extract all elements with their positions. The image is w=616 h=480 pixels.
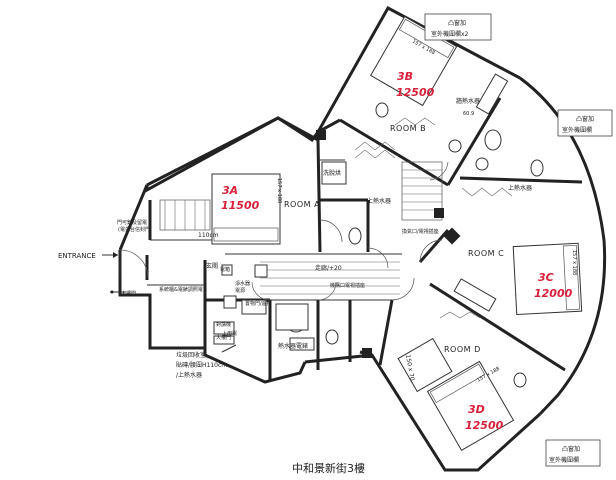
garbage-sub2: /上熱水器 xyxy=(176,371,202,379)
doorbell-label: 對講機 xyxy=(216,321,231,328)
unit-3d-id: 3D xyxy=(468,403,485,416)
bay-callout-c: 凸窗加 室外機圍欄 xyxy=(557,109,613,137)
furniture xyxy=(211,15,583,451)
outer-door-label: 大樓門 xyxy=(216,334,231,341)
dim-bath-b: 60.9 xyxy=(463,111,474,117)
bed-room-a xyxy=(211,173,281,245)
bay-b-line1: 凸窗加 xyxy=(448,19,466,27)
bay-b-line2: 室外機圍欄x2 xyxy=(431,30,469,38)
bay-c-line2: 室外機圍欄 xyxy=(562,126,592,134)
room-c-label: ROOM C xyxy=(468,249,504,258)
wall-heater-b-label: 牆熱水器 xyxy=(456,97,480,105)
entrance-label: ENTRANCE xyxy=(58,252,96,260)
table-note-label: 置物門/邊桶 xyxy=(245,300,272,307)
unit-3b-price: 12500 xyxy=(396,86,435,99)
dim-d-side: 150 x 70 xyxy=(404,354,416,381)
unit-3b-id: 3B xyxy=(397,70,413,83)
garbage-label: 垃圾回收室 xyxy=(176,351,206,359)
lamp-label: 電源 xyxy=(235,287,245,294)
dim-room-a: 157 x 188 xyxy=(276,178,282,203)
bed-room-c xyxy=(512,242,583,316)
doors xyxy=(119,161,449,301)
bay-callout-d: 凸窗加 室外機圍欄 xyxy=(545,439,601,467)
bay-d-line2: 室外機圍欄 xyxy=(549,456,579,464)
water-meter-label: 熱水器電錶 xyxy=(278,342,308,350)
garbage-callout: 垃圾回收室 貼磚/腰圍H110cm /上熱水器 xyxy=(176,344,237,379)
outer-door-note: 大樓門 xyxy=(121,290,136,297)
heater-c-label: 上熱水器 xyxy=(508,184,532,192)
dim-room-c: 157 x 188 xyxy=(571,250,577,275)
room-d-label: ROOM D xyxy=(444,345,481,354)
room-b-label: ROOM B xyxy=(390,124,426,133)
outer-walls xyxy=(118,5,607,472)
water-purifier-label: 淨水器 xyxy=(235,280,250,287)
wiring-label: 機構口電視插座 xyxy=(330,282,365,289)
room-a-closet-note: 110cm xyxy=(198,232,219,239)
bed-room-d xyxy=(426,360,515,451)
wiring-label-2: 換氣口/電視插座 xyxy=(402,228,439,235)
unit-3a-id: 3A xyxy=(222,184,238,197)
unit-3d-price: 12500 xyxy=(465,419,504,432)
bay-callout-b: 凸窗加 室外機圍欄x2 xyxy=(424,13,492,41)
system-cabinet-label: 系統櫃&電錶調照電 xyxy=(159,286,203,293)
garbage-sub1: 貼磚/腰圍H110cm xyxy=(176,361,227,369)
room-a-label: ROOM A xyxy=(284,200,320,209)
unit-3c-id: 3C xyxy=(538,271,554,284)
bay-c-line1: 凸窗加 xyxy=(576,115,594,123)
upstairs-label: 上用電 xyxy=(222,330,237,337)
corridor-label: 走廊/+20 xyxy=(315,264,342,272)
electrical-box-label: 電箱 xyxy=(220,266,230,273)
heater-a-label: 上熱水器 xyxy=(367,197,391,205)
unit-3c-price: 12000 xyxy=(534,287,573,300)
bay-d-line1: 凸窗加 xyxy=(562,445,580,453)
door-note-1: 門可鎖及留電 xyxy=(117,219,147,226)
hatch-areas xyxy=(159,117,513,319)
washer-label: 洗脫烘 xyxy=(323,169,341,177)
door-note-2: (電先台信封門) xyxy=(118,226,152,233)
interior-walls xyxy=(145,97,583,380)
unit-3a-price: 11500 xyxy=(221,199,260,212)
plan-title: 中和景新街3樓 xyxy=(292,461,365,475)
foyer-label: 玄關 xyxy=(206,262,218,270)
